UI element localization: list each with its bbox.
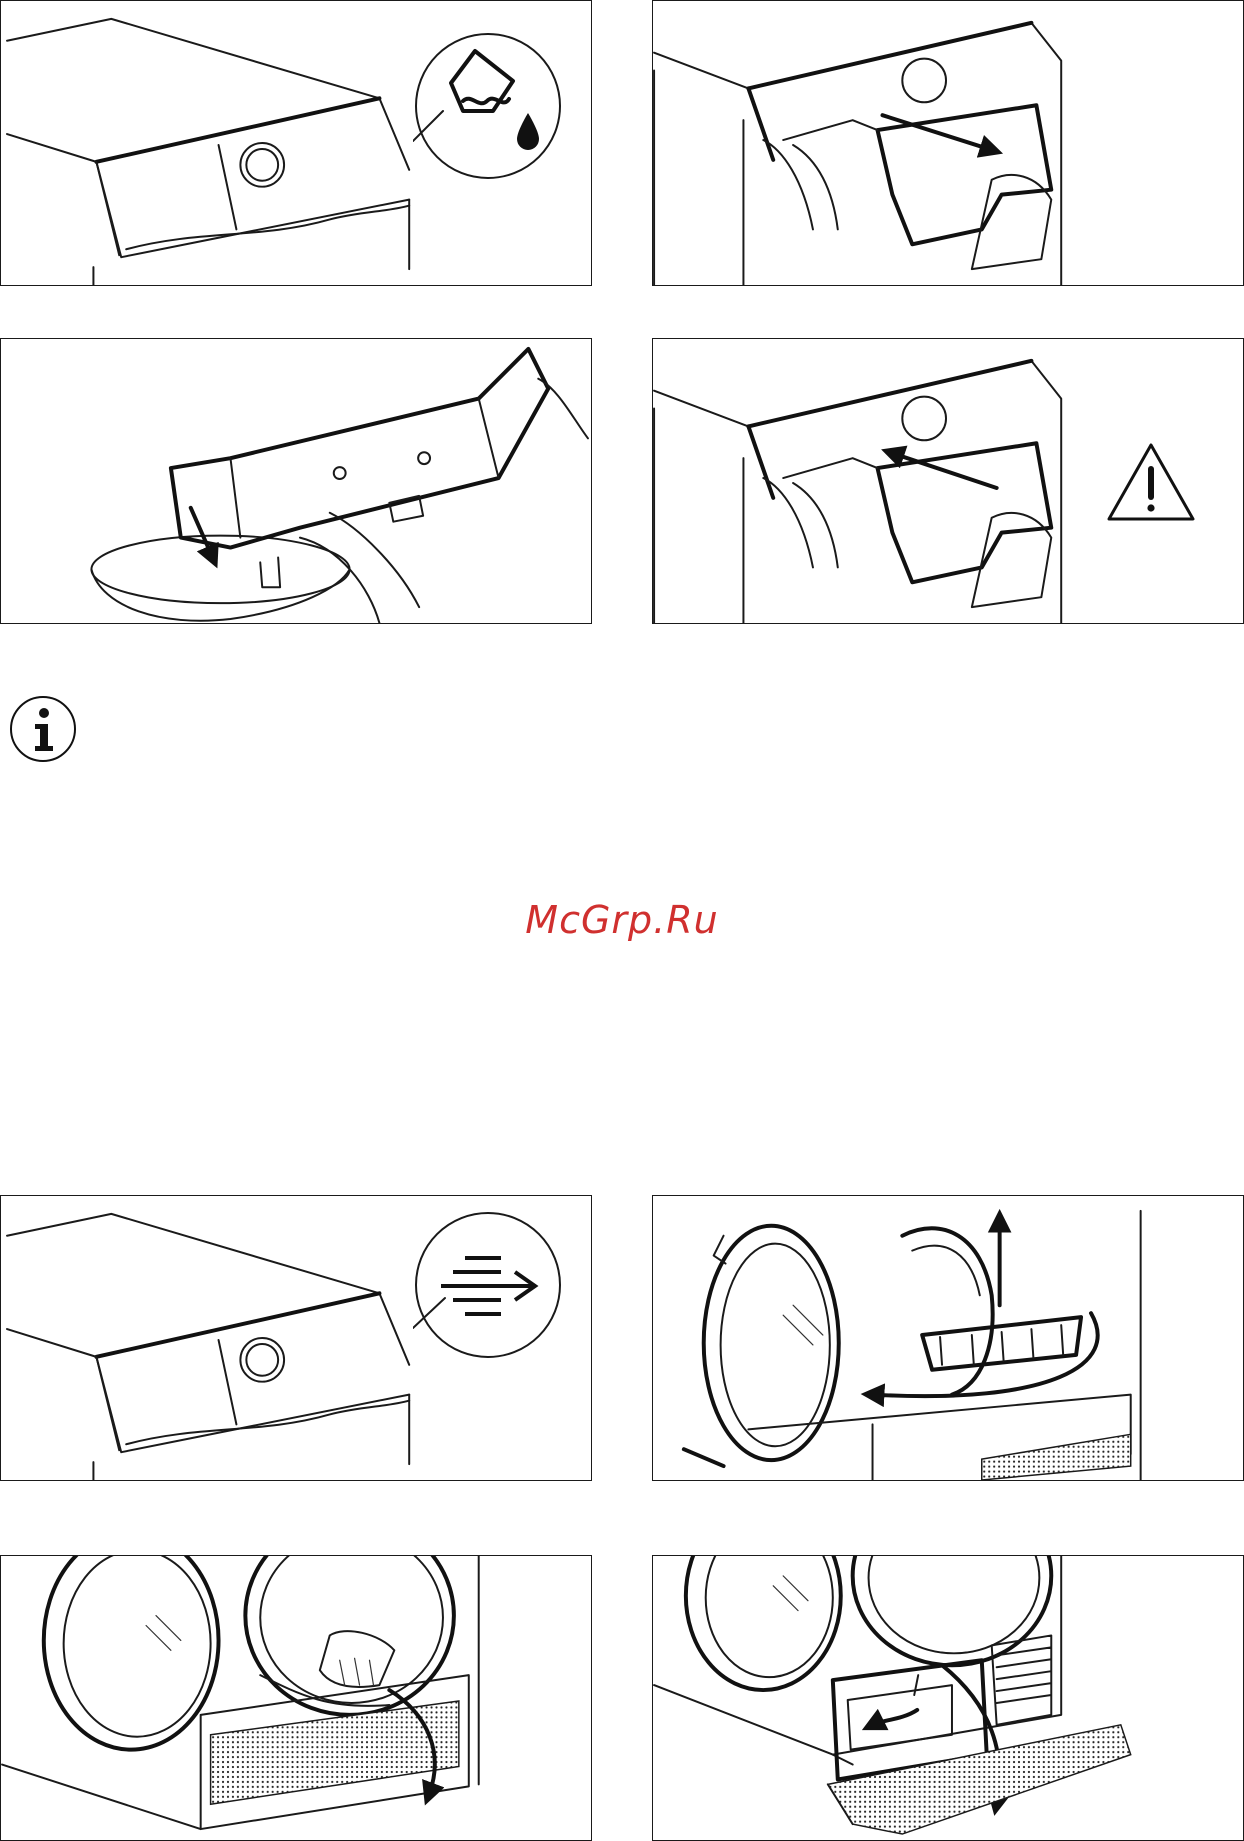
cover-open-illustration xyxy=(653,1556,1243,1840)
pull-container-illustration xyxy=(653,1,1243,285)
empty-container-illustration xyxy=(1,339,591,623)
remove-filter-illustration xyxy=(653,1196,1243,1480)
step-panel-3 xyxy=(0,338,592,624)
open-cover-illustration xyxy=(1,1556,591,1840)
info-circle-icon xyxy=(8,694,78,764)
step-panel-6 xyxy=(652,1195,1244,1481)
step-panel-8 xyxy=(652,1555,1244,1841)
condenser-flow-icon xyxy=(413,1210,563,1360)
step-panel-7 xyxy=(0,1555,592,1841)
step-panel-1 xyxy=(0,0,592,286)
water-container-icon xyxy=(413,31,563,181)
step-panel-4 xyxy=(652,338,1244,624)
step-panel-2 xyxy=(652,0,1244,286)
warning-triangle-icon xyxy=(1105,441,1197,523)
step-panel-5 xyxy=(0,1195,592,1481)
watermark: McGrp.Ru xyxy=(0,898,1244,942)
